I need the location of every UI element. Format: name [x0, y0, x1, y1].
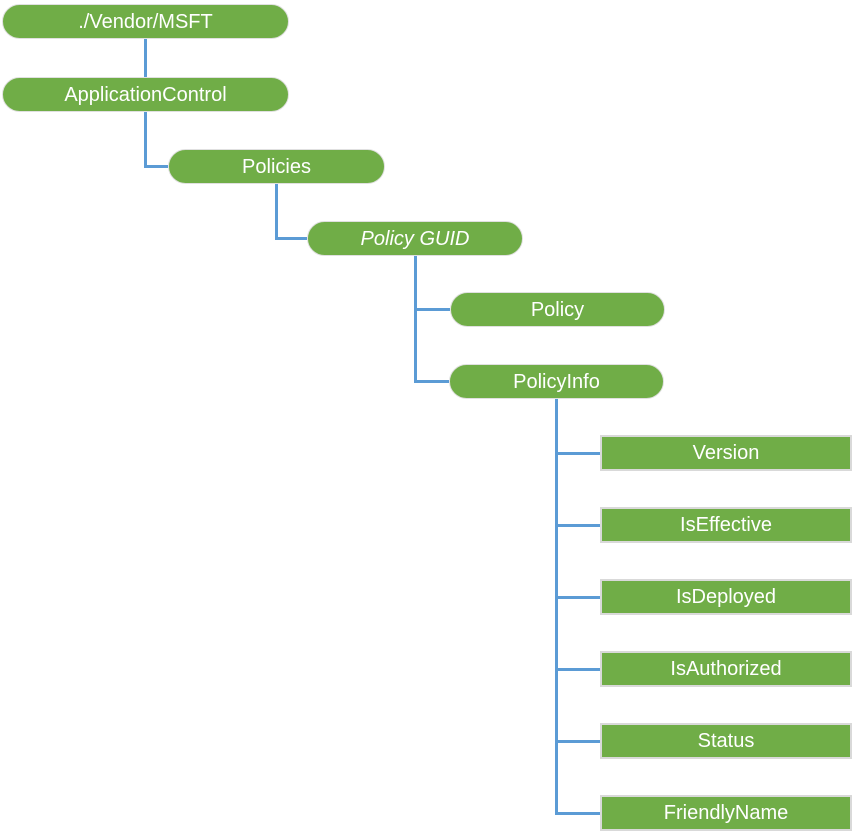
connector-policy-guid-to-policy [414, 308, 450, 311]
node-friendlyname: FriendlyName [600, 795, 852, 831]
connector-policy-guid-to-policyinfo [414, 380, 449, 383]
node-isdeployed: IsDeployed [600, 579, 852, 615]
node-iseffective: IsEffective [600, 507, 852, 543]
node-policyinfo: PolicyInfo [449, 364, 664, 399]
connector-policyinfo-to-isdeployed [555, 596, 600, 599]
connector-applicationcontrol-to-policies [144, 165, 168, 168]
connector-vendor-to-applicationcontrol [144, 39, 147, 77]
connector-policyinfo-trunk [555, 399, 558, 815]
node-vendor-msft: ./Vendor/MSFT [2, 4, 289, 39]
node-version: Version [600, 435, 852, 471]
connector-applicationcontrol-elbow-vertical [144, 112, 147, 168]
connector-policies-to-policy-guid [275, 237, 307, 240]
connector-policyinfo-to-status [555, 740, 600, 743]
node-applicationcontrol: ApplicationControl [2, 77, 289, 112]
node-policy-guid: Policy GUID [307, 221, 523, 256]
node-status: Status [600, 723, 852, 759]
connector-policyinfo-to-isauthorized [555, 668, 600, 671]
node-isauthorized: IsAuthorized [600, 651, 852, 687]
node-policies: Policies [168, 149, 385, 184]
connector-policyinfo-to-iseffective [555, 524, 600, 527]
connector-policy-guid-trunk [414, 256, 417, 383]
connector-policies-elbow-vertical [275, 184, 278, 240]
connector-policyinfo-to-friendlyname [555, 812, 600, 815]
node-policy: Policy [450, 292, 665, 327]
connector-policyinfo-to-version [555, 452, 600, 455]
